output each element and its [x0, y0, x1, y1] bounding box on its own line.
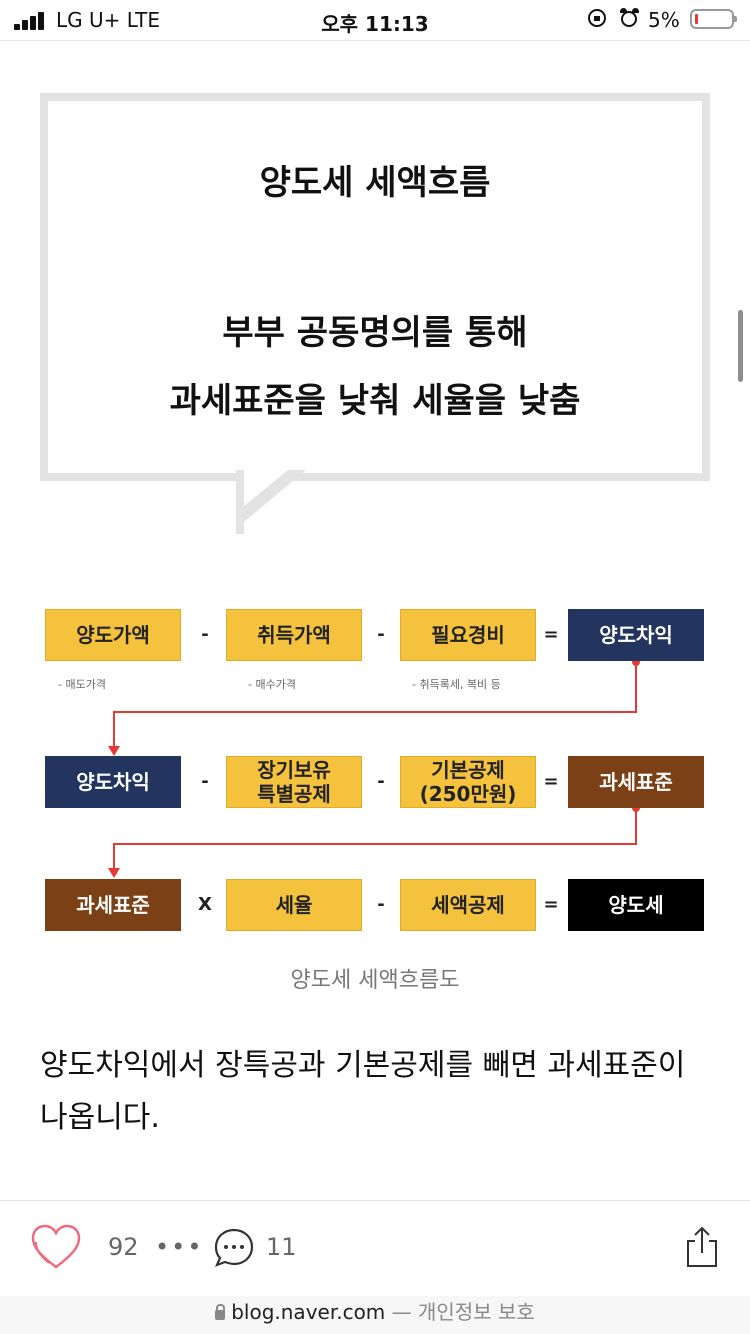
- box-transfer-tax: 양도세: [568, 879, 704, 931]
- operator-minus: -: [201, 624, 209, 645]
- operator-equals: =: [543, 894, 559, 915]
- battery-icon: [690, 9, 737, 29]
- box-capital-gain: 양도차익: [45, 756, 181, 808]
- operator-multiply: X: [198, 894, 212, 915]
- box-tax-base: 과세표준: [568, 756, 704, 808]
- lock-icon: [215, 1304, 226, 1320]
- box-tax-credit: 세액공제: [400, 879, 536, 931]
- operator-equals: =: [543, 771, 559, 792]
- diagram-caption: 양도세 세액흐름도: [290, 968, 460, 993]
- action-bar: 92 ••• 11: [0, 1200, 750, 1296]
- box-tax-base: 과세표준: [45, 879, 181, 931]
- flow-arrows: [108, 658, 640, 878]
- box-tax-rate: 세율: [226, 879, 362, 931]
- comment-count: 11: [266, 1233, 297, 1261]
- tax-flow-diagram: 양도가액 - 취득가액 - 필요경비 = 양도차익 - 매도가격 - 매수가격 …: [0, 600, 750, 940]
- orientation-lock-icon: [588, 9, 606, 27]
- carrier-label: LG U+ LTE: [56, 8, 160, 32]
- url-text: blog.naver.com: [231, 1300, 386, 1324]
- operator-minus: -: [201, 771, 209, 792]
- share-icon[interactable]: [684, 1225, 720, 1269]
- operator-minus: -: [377, 624, 385, 645]
- box-acquisition-price: 취득가액: [226, 609, 362, 661]
- note-expenses: - 취득록세, 복비 등: [412, 678, 501, 691]
- quote-line-1: 부부 공동명의를 통해: [222, 313, 528, 353]
- operator-minus: -: [377, 771, 385, 792]
- box-basic-deduction: 기본공제 (250만원): [400, 756, 536, 808]
- battery-percentage: 5%: [648, 8, 680, 32]
- box-necessary-expenses: 필요경비: [400, 609, 536, 661]
- quote-line-2: 과세표준을 낮춰 세율을 낮춤: [169, 381, 581, 421]
- operator-minus: -: [377, 894, 385, 915]
- note-sale-price: - 매도가격: [58, 678, 106, 691]
- scroll-indicator[interactable]: [738, 310, 743, 382]
- body-paragraph: 양도차익에서 장특공과 기본공제를 빼면 과세표준이 나옵니다.: [40, 1048, 686, 1135]
- alarm-icon: [620, 8, 640, 28]
- note-acquisition-price: - 매수가격: [248, 678, 296, 691]
- operator-equals: =: [543, 624, 559, 645]
- quote-title: 양도세 세액흐름: [259, 163, 491, 203]
- box-long-term-deduction: 장기보유 특별공제: [226, 756, 362, 808]
- comment-icon[interactable]: [213, 1227, 255, 1269]
- url-bar[interactable]: blog.naver.com — 개인정보 보호: [0, 1296, 750, 1334]
- clock: 오후 11:13: [321, 12, 429, 36]
- quote-box: 양도세 세액흐름 부부 공동명의를 통해 과세표준을 낮춰 세율을 낮춤: [40, 93, 710, 481]
- box-capital-gain: 양도차익: [568, 609, 704, 661]
- status-bar: LG U+ LTE 오후 11:13 5%: [0, 0, 750, 41]
- box-sale-price: 양도가액: [45, 609, 181, 661]
- more-options-icon[interactable]: •••: [155, 1233, 204, 1261]
- signal-strength-icon: [14, 12, 50, 30]
- quote-bubble-tail: [236, 470, 306, 534]
- like-count: 92: [108, 1233, 139, 1261]
- like-heart-icon[interactable]: [30, 1223, 82, 1271]
- privacy-label: — 개인정보 보호: [385, 1300, 535, 1324]
